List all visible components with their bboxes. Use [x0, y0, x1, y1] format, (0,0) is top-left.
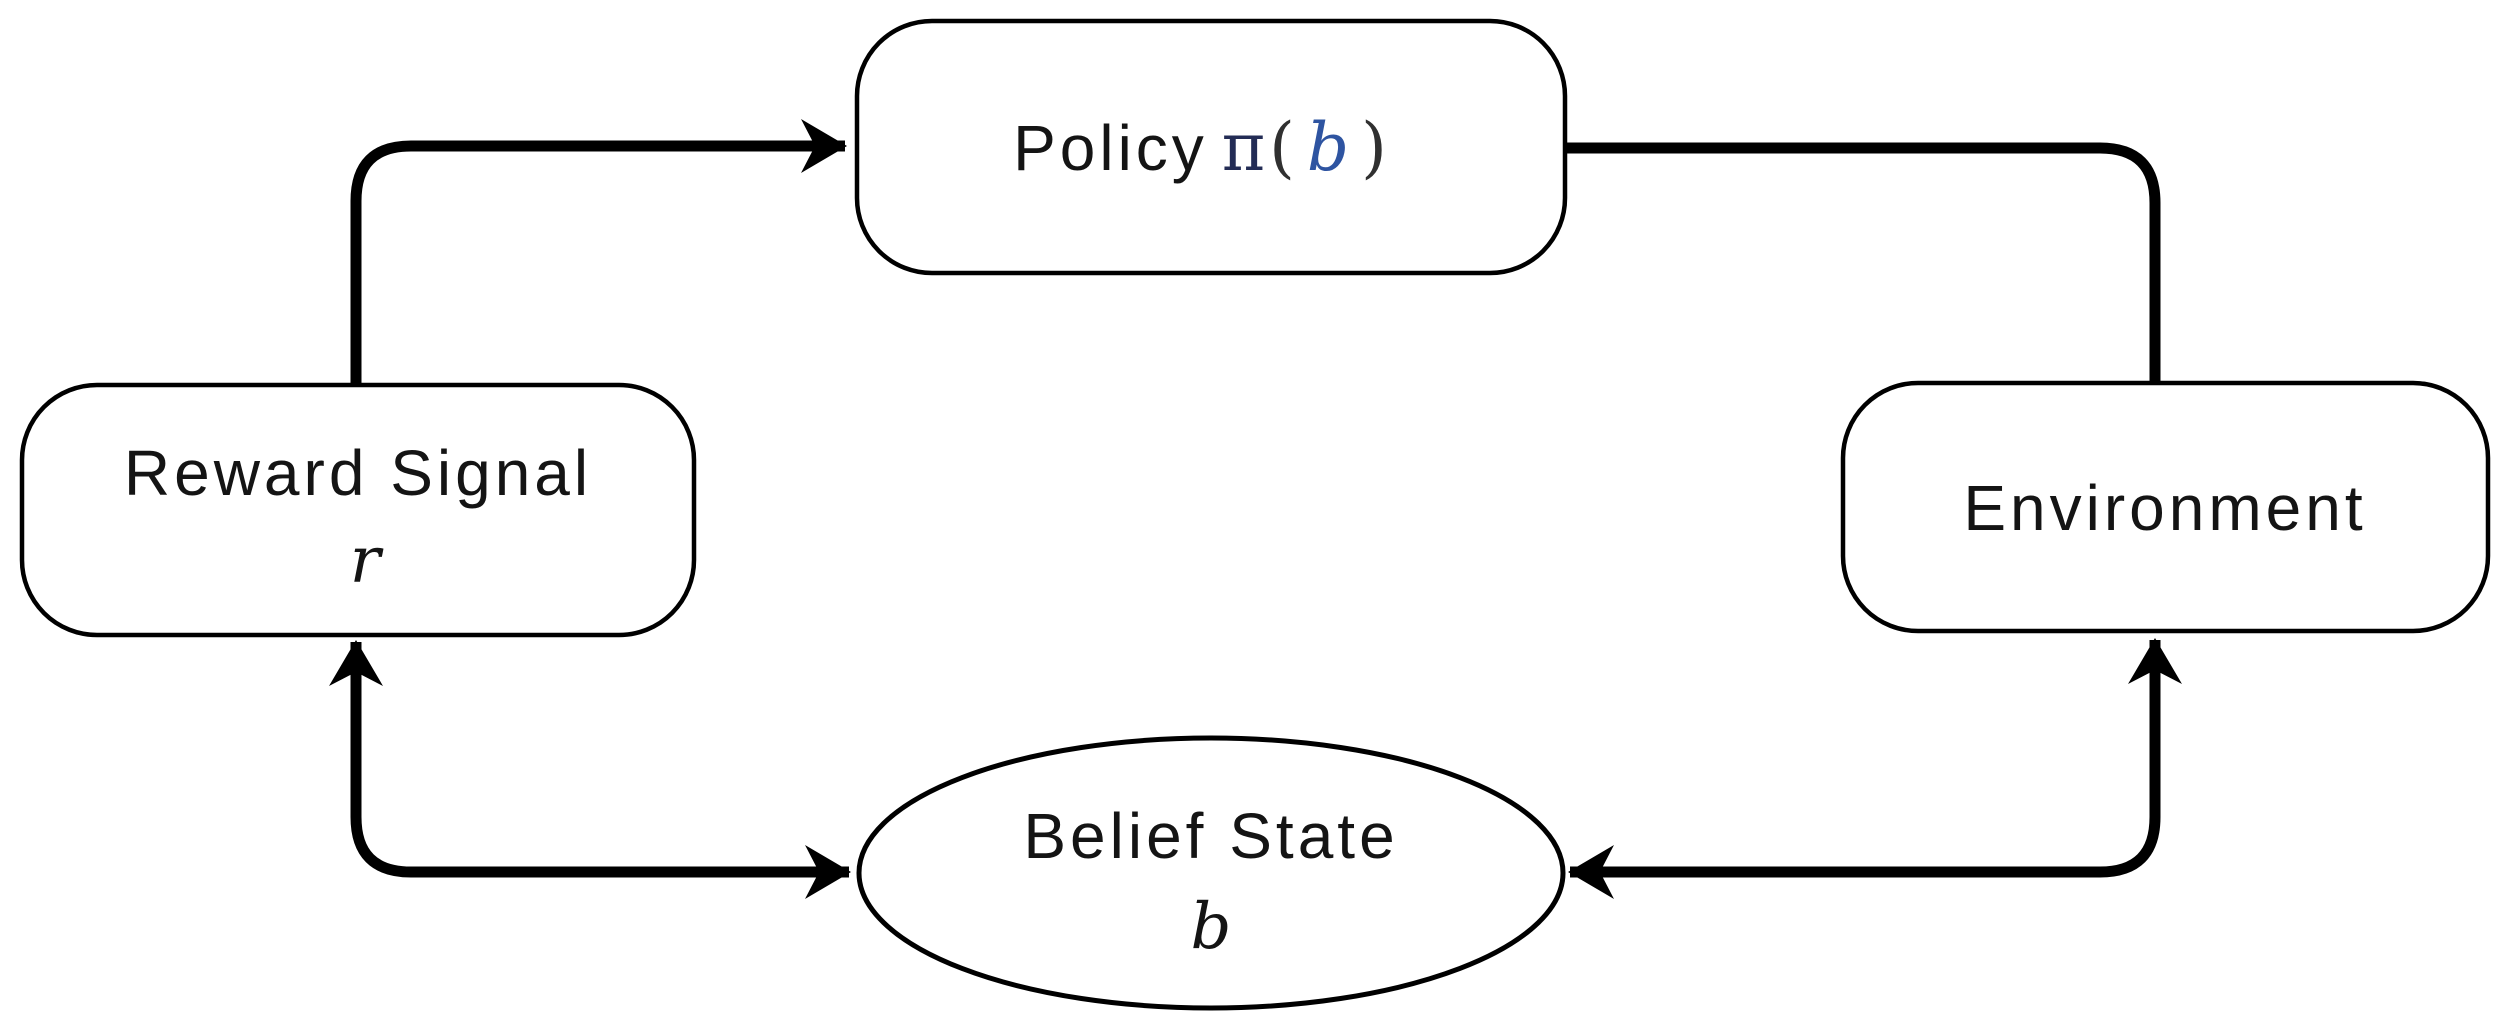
policy-label-text: Policy	[1013, 112, 1208, 184]
reward-signal-symbol: r	[350, 524, 384, 598]
belief-state-label: Belief State	[1023, 800, 1398, 872]
reward-signal-label: Reward Signal	[124, 437, 592, 509]
arrow-belief-environment	[1568, 638, 2182, 899]
belief-state-symbol: b	[1191, 890, 1232, 964]
environment-label: Environment	[1963, 472, 2366, 544]
belief-state-ellipse	[856, 735, 1566, 1011]
arrow-belief-reward	[329, 640, 851, 899]
environment-node: Environment	[1840, 380, 2491, 634]
policy-formula-pi: π	[1222, 109, 1265, 186]
belief-state-node: Belief State b	[856, 735, 1566, 1011]
environment-box	[1840, 380, 2491, 634]
policy-box	[854, 18, 1568, 276]
reward-signal-box	[19, 382, 697, 638]
policy-formula-b: b	[1307, 109, 1349, 186]
connector-policy-to-environment	[1563, 142, 2161, 394]
connectors	[329, 119, 2182, 899]
policy-formula-close-paren: )	[1361, 109, 1387, 186]
reward-signal-node: Reward Signal r	[19, 382, 697, 638]
arrow-reward-to-policy	[350, 119, 847, 388]
policy-formula-open-paren: (	[1269, 109, 1295, 186]
